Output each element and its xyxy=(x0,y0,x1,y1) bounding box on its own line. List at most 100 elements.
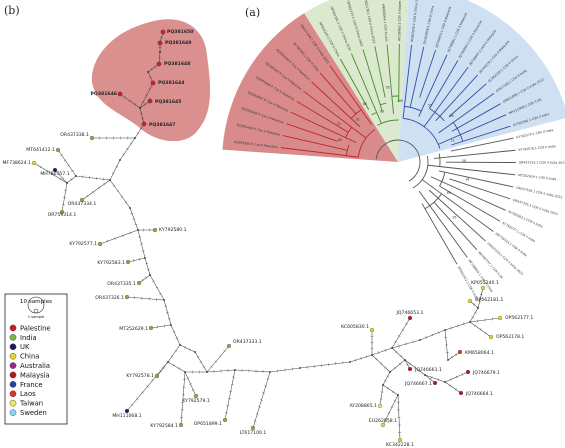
mutation-tick xyxy=(134,223,138,226)
network-node-label: PQ381648 xyxy=(164,61,190,67)
network-node-label: MH111068.1 xyxy=(112,413,141,419)
median-vector xyxy=(397,394,399,396)
tree-branches xyxy=(280,44,517,265)
network-edge xyxy=(57,149,77,177)
mutation-tick xyxy=(97,186,100,190)
network-edge xyxy=(99,229,139,245)
mutation-tick xyxy=(172,364,175,367)
mutation-tick xyxy=(478,300,482,302)
legend-swatch-china xyxy=(9,352,17,360)
network-edge xyxy=(371,347,393,356)
mutation-tick xyxy=(145,263,149,265)
mutation-tick xyxy=(409,362,411,365)
haplotype-node xyxy=(377,403,383,409)
haplotype-node xyxy=(497,315,503,321)
mutation-tick xyxy=(365,355,368,359)
network-edge xyxy=(234,369,271,373)
median-vector xyxy=(159,51,161,53)
mutation-tick xyxy=(398,344,400,348)
mutation-tick xyxy=(438,331,440,334)
median-vector xyxy=(137,229,139,231)
mutation-tick xyxy=(189,348,191,352)
bootstrap-value: 85 xyxy=(363,102,367,106)
median-vector xyxy=(299,367,301,369)
network-edge xyxy=(179,344,196,353)
haplotype-node xyxy=(147,98,153,104)
haplotype-node xyxy=(31,160,37,166)
haplotype-node xyxy=(488,334,494,340)
mutation-tick xyxy=(384,366,387,369)
tree-branch xyxy=(329,65,372,125)
mutation-tick xyxy=(103,182,106,186)
network-edge xyxy=(180,371,186,426)
legend-small-label: 1 sample xyxy=(28,315,45,319)
tree-branch xyxy=(438,170,514,188)
tree-arc xyxy=(357,128,376,158)
mutation-tick xyxy=(428,377,432,381)
network-node-label: PQ381650 xyxy=(167,29,193,35)
mutation-tick xyxy=(450,326,452,330)
mutation-tick xyxy=(136,397,139,400)
haplotype-node xyxy=(160,29,166,35)
mutation-tick xyxy=(122,234,124,237)
median-vector xyxy=(139,107,141,109)
median-vector xyxy=(147,71,149,73)
network-node-label: OR437333.1 xyxy=(233,339,262,345)
median-vector xyxy=(444,381,446,383)
haplotype-node xyxy=(458,390,464,396)
haplotype-node xyxy=(465,369,471,375)
tree-branch xyxy=(438,92,495,134)
network-edge xyxy=(379,384,384,407)
haplotype-node xyxy=(124,294,130,300)
network-node-label: PQ381647 xyxy=(149,122,175,128)
haplotype-node xyxy=(136,280,142,286)
mutation-tick xyxy=(116,190,120,193)
network-node-label: MT641412.1 xyxy=(26,147,55,153)
tree-branch xyxy=(451,125,511,146)
mutation-tick xyxy=(141,279,144,282)
mutation-tick xyxy=(152,280,155,283)
mutation-tick xyxy=(395,350,398,354)
network-edge xyxy=(126,296,165,301)
bootstrap-value: 73 xyxy=(450,139,454,143)
mutation-tick xyxy=(384,348,386,352)
haplotype-node xyxy=(226,343,232,349)
mutation-tick xyxy=(172,330,176,333)
mutation-tick xyxy=(393,400,397,402)
mutation-tick xyxy=(60,154,63,157)
mutation-tick xyxy=(57,173,61,176)
tree-leaf-label: KM658064.1 COX II Laos xyxy=(381,4,389,42)
network-edge xyxy=(424,374,446,383)
haplotype-node xyxy=(222,417,228,423)
haplotype-node xyxy=(407,315,413,321)
tree-leaf-label: OR437326.1 COX II India 2023 xyxy=(516,186,563,200)
mutation-tick xyxy=(354,358,357,362)
clade-background-blue xyxy=(398,0,565,162)
mutation-tick xyxy=(112,184,116,187)
network-node-label: OP562178.1 xyxy=(496,334,524,340)
network-node-label: KY792579.1 xyxy=(182,398,210,404)
median-vector xyxy=(477,307,479,309)
mutation-tick xyxy=(154,65,157,68)
median-vector xyxy=(269,371,271,373)
haplotype-node xyxy=(397,437,403,443)
median-vector xyxy=(469,321,471,323)
network-node-label: PQ381644 xyxy=(158,80,184,86)
network-edge xyxy=(150,324,172,329)
mutation-tick xyxy=(454,388,457,391)
haplotype-node xyxy=(380,422,386,428)
bootstrap-value: 94 xyxy=(466,178,470,182)
mutation-tick xyxy=(384,418,388,420)
haplotype-node xyxy=(152,227,158,233)
network-node-label: OR437338.1 xyxy=(60,132,89,138)
mutation-tick xyxy=(401,329,405,331)
network-node-label: KP055240.1 xyxy=(471,280,499,286)
mutation-tick xyxy=(393,366,397,370)
mutation-tick xyxy=(360,357,362,360)
mutation-tick xyxy=(451,356,453,359)
mutation-tick xyxy=(160,36,163,39)
tree-arc xyxy=(439,172,446,187)
mutation-tick xyxy=(455,353,457,356)
bootstrap-value: 75 xyxy=(337,122,341,126)
